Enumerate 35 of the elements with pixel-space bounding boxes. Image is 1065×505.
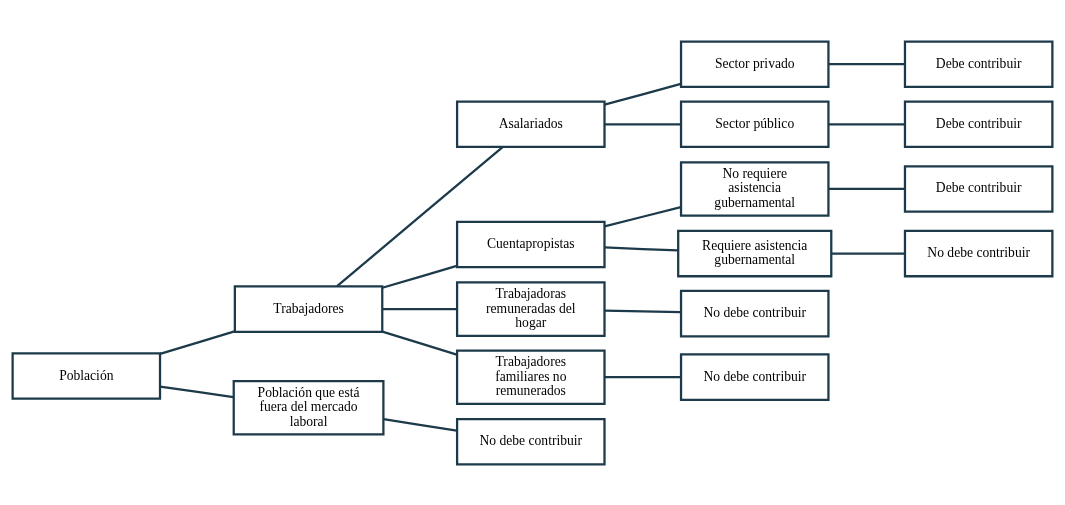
node-box: Debe contribuir [903,39,1054,88]
connector [336,145,504,287]
node-box: Población [11,351,162,400]
node-box: No debe contribuir [903,229,1054,277]
connector [831,251,905,255]
node-box: Asalariados [455,100,606,148]
node-box: No debe contribuir [679,352,830,401]
connector [604,122,681,125]
connector [159,384,234,398]
node-box: Debe contribuir [903,100,1054,148]
connector [604,245,679,252]
node-box: Población que está fuera del mercado laboral [232,379,385,436]
connector [604,375,681,378]
connector [604,205,682,227]
node-box: Trabajadoras remuneradas del hogar [455,280,606,337]
node-box: Trabajadores [233,284,384,333]
node-box: Trabajadores familiares no remunerados [455,348,606,405]
node-box: No debe contribuir [455,417,606,466]
connector [382,307,457,310]
connector [828,62,905,65]
node-box: Cuentapropistas [455,220,606,268]
connector [382,330,458,356]
connector [828,122,905,125]
node-box: Debe contribuir [903,164,1054,213]
connector [382,264,458,289]
node-box: No debe contribuir [679,289,830,337]
node-box: Requiere asistencia gubernamental [677,229,833,277]
connector [604,82,682,106]
node-box: Sector público [679,100,830,148]
connector [159,329,235,355]
node-box: Sector privado [679,39,830,88]
connector [604,308,681,313]
connector [383,417,457,432]
connector [828,187,905,190]
node-box: No requiere asistencia gubernamental [679,160,830,217]
